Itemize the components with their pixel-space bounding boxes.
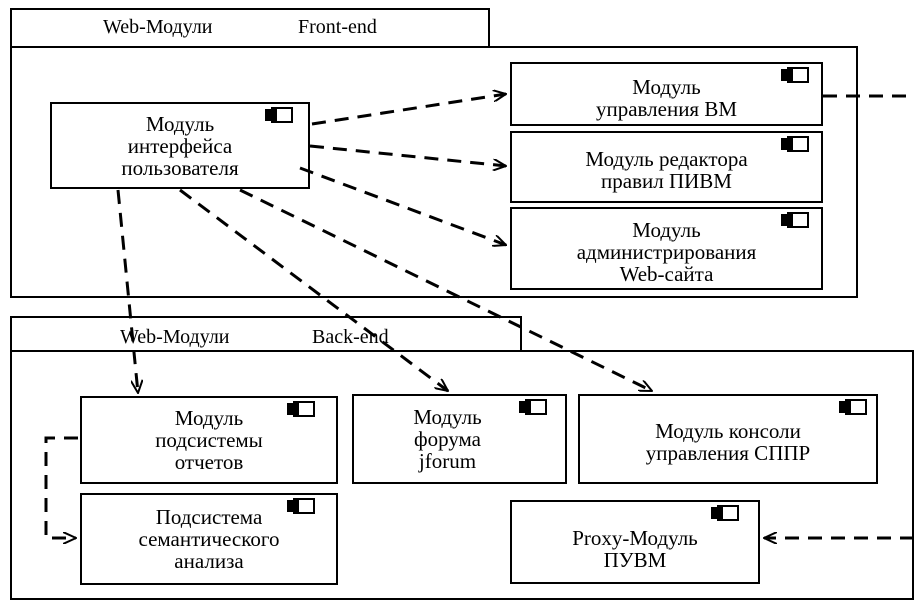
arrow-ui-to-forum xyxy=(179,188,448,391)
dss-console-module[interactable]: Модуль консоли управления СППР xyxy=(578,394,878,484)
rules-editor-module[interactable]: Модуль редактора правил ПИВМ xyxy=(510,131,823,203)
dss-console-module-label: Модуль консоли управления СППР xyxy=(646,414,810,464)
arrow-ui-to-vm xyxy=(311,94,506,126)
label-line: правил ПИВМ xyxy=(601,169,732,193)
label-line: семантического xyxy=(138,527,280,551)
label-line: управления СППР xyxy=(645,441,811,465)
label-line: Модуль xyxy=(632,75,701,99)
label-line: управления ВМ xyxy=(595,97,738,121)
label-line: Модуль консоли xyxy=(655,419,801,443)
label-line: администрирования xyxy=(576,239,757,264)
semantic-analysis-subsystem-label: Подсистема семантического анализа xyxy=(139,506,280,572)
arrow-ui-to-reports xyxy=(116,189,138,393)
reports-subsystem-module-label: Модуль подсистемы отчетов xyxy=(155,407,263,473)
component-icon xyxy=(781,67,809,83)
front-end-tab-right: Front-end xyxy=(298,16,377,38)
label-line: Модуль xyxy=(413,405,482,429)
back-end-tab-left: Web-Модули xyxy=(120,326,230,348)
component-icon xyxy=(265,107,293,123)
component-icon xyxy=(519,399,547,415)
label-line: Модуль xyxy=(145,111,215,136)
vm-management-module[interactable]: Модуль управления ВМ xyxy=(510,62,823,126)
label-line: подсистемы xyxy=(155,428,263,452)
component-icon xyxy=(711,505,739,521)
component-icon xyxy=(287,498,315,514)
label-line: Модуль редактора xyxy=(585,147,748,171)
label-line: Подсистема xyxy=(155,505,263,529)
user-interface-module-label: Модуль интерфейса пользователя xyxy=(121,113,238,179)
website-admin-module-label: Модуль администрирования Web-сайта xyxy=(577,213,757,285)
label-line: форума xyxy=(413,427,482,451)
back-end-package-tab xyxy=(10,316,522,352)
vm-management-module-label: Модуль управления ВМ xyxy=(596,68,737,120)
label-line: jforum xyxy=(418,449,477,473)
website-admin-module[interactable]: Модуль администрирования Web-сайта xyxy=(510,207,823,290)
label-line: пользователя xyxy=(121,155,239,180)
label-line: ПУВМ xyxy=(603,548,667,572)
rules-editor-module-label: Модуль редактора правил ПИВМ xyxy=(585,142,747,192)
arrow-ui-to-rules xyxy=(309,144,506,166)
component-icon xyxy=(287,401,315,417)
arrow-reports-to-semantic xyxy=(44,436,78,538)
arrow-ui-to-admin xyxy=(299,166,506,245)
arrow-ui-to-dss xyxy=(239,188,652,393)
label-line: Web-сайта xyxy=(619,261,714,286)
label-line: интерфейса xyxy=(127,133,233,158)
label-line: отчетов xyxy=(174,450,244,474)
label-line: Proxy-Модуль xyxy=(572,526,698,550)
label-line: Модуль xyxy=(174,406,244,430)
label-line: Модуль xyxy=(632,217,701,242)
component-icon xyxy=(781,136,809,152)
component-icon xyxy=(839,399,867,415)
front-end-tab-left: Web-Модули xyxy=(103,16,213,38)
proxy-module-puvm-label: Proxy-Модуль ПУВМ xyxy=(572,513,698,571)
forum-module-label: Модуль форума jforum xyxy=(413,406,481,472)
component-icon xyxy=(781,212,809,228)
label-line: анализа xyxy=(174,549,244,573)
